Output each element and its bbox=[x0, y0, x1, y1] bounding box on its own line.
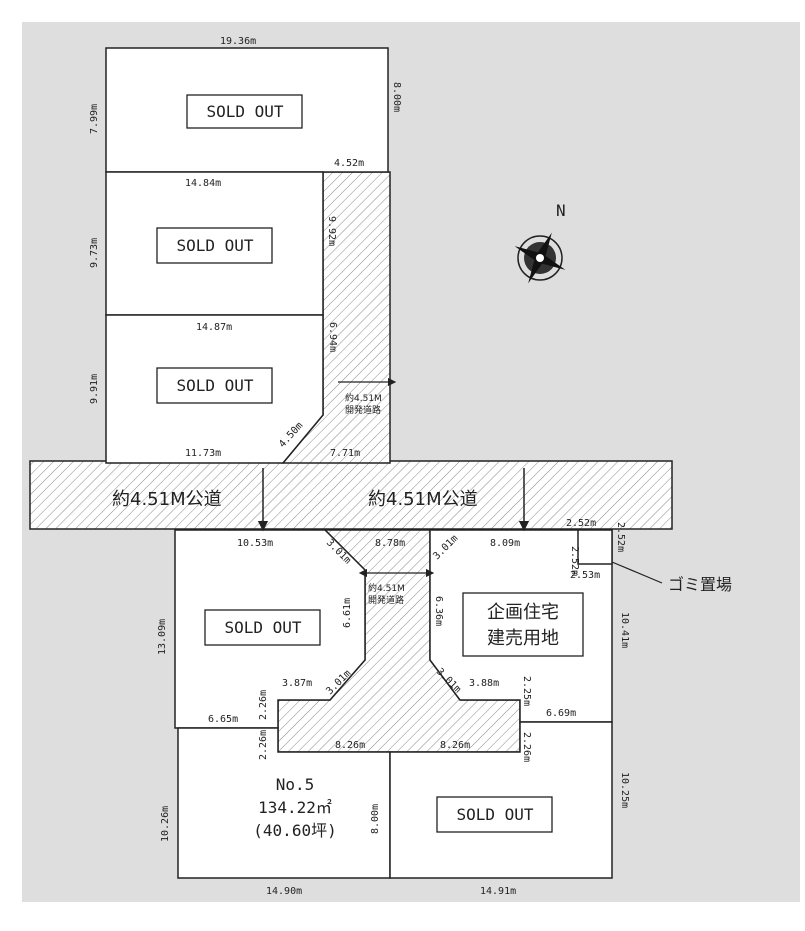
public-road-label: 約4.51M公道 bbox=[368, 489, 478, 510]
dimension-label: 8.26m bbox=[335, 740, 365, 751]
dimension-label: 14.87m bbox=[196, 322, 232, 333]
dimension-label: 14.91m bbox=[480, 886, 516, 897]
plan-lot-box bbox=[462, 592, 584, 657]
sold-out-label: SOLD OUT bbox=[456, 805, 533, 824]
dimension-label: 10.53m bbox=[237, 538, 273, 549]
dimension-label: 7.71m bbox=[330, 448, 360, 459]
dimension-label: 9.91m bbox=[89, 374, 100, 404]
sold-out-box bbox=[156, 367, 273, 404]
dimension-label: 2.26m bbox=[258, 690, 269, 720]
dimension-label: 3.87m bbox=[282, 678, 312, 689]
lot5-tsubo: (40.60坪) bbox=[253, 821, 336, 840]
dimension-label: 8.00m bbox=[370, 804, 381, 834]
dimension-label: 6.94m bbox=[327, 322, 338, 352]
dimension-label: 14.84m bbox=[185, 178, 221, 189]
sold-out-box bbox=[204, 609, 321, 646]
dev-road-label: 約4.51M bbox=[345, 392, 382, 404]
sold-out-label: SOLD OUT bbox=[176, 376, 253, 395]
sold-out-box bbox=[436, 796, 553, 833]
public-road-label: 約4.51M公道 bbox=[112, 489, 222, 510]
dimension-label: 2.52m bbox=[566, 518, 596, 529]
dimension-label: 4.52m bbox=[334, 158, 364, 169]
public-road bbox=[29, 460, 673, 530]
sold-out-box bbox=[156, 227, 273, 264]
dimension-label: 2.25m bbox=[521, 676, 532, 706]
dimension-label: 2.26m bbox=[258, 730, 269, 760]
dimension-label: 7.99m bbox=[89, 104, 100, 134]
compass-icon bbox=[514, 232, 566, 284]
dimension-label: 8.00m bbox=[391, 82, 402, 112]
garbage-leader-line bbox=[611, 561, 663, 584]
plan-lot-label: 企画住宅 bbox=[487, 602, 559, 623]
dimension-label: 9.92m bbox=[326, 216, 337, 246]
dimension-label: 8.09m bbox=[490, 538, 520, 549]
garbage-area bbox=[577, 529, 613, 565]
dimension-label: 6.69m bbox=[546, 708, 576, 719]
dimension-label: 2.26m bbox=[521, 732, 532, 762]
plan-lot-label: 建売用地 bbox=[487, 628, 559, 649]
dimension-label: 2.52m bbox=[569, 546, 580, 576]
compass-north-label: N bbox=[556, 201, 566, 220]
dimension-label: 19.36m bbox=[220, 36, 256, 47]
dimension-label: 9.73m bbox=[89, 238, 100, 268]
lot5-number: No.5 bbox=[276, 775, 315, 794]
dimension-label: 3.88m bbox=[469, 678, 499, 689]
dimension-label: 6.36m bbox=[433, 596, 444, 626]
dev-road-label: 開発道路 bbox=[345, 404, 381, 416]
dimension-label: 10.25m bbox=[619, 772, 630, 808]
dev-road-label: 開発道路 bbox=[368, 594, 404, 606]
garbage-label: ゴミ置場 bbox=[668, 575, 732, 594]
sold-out-label: SOLD OUT bbox=[176, 236, 253, 255]
dimension-label: 8.78m bbox=[375, 538, 405, 549]
dimension-label: 10.26m bbox=[160, 806, 171, 842]
lot5-area: 134.22㎡ bbox=[258, 798, 332, 817]
sold-out-label: SOLD OUT bbox=[224, 618, 301, 637]
dimension-label: 11.73m bbox=[185, 448, 221, 459]
dimension-label: 8.26m bbox=[440, 740, 470, 751]
dimension-label: 6.61m bbox=[342, 598, 353, 628]
dimension-label: 10.41m bbox=[619, 612, 630, 648]
sold-out-box bbox=[186, 94, 303, 129]
sold-out-label: SOLD OUT bbox=[206, 102, 283, 121]
dev-road-label: 約4.51M bbox=[368, 582, 405, 594]
dimension-label: 2.53m bbox=[570, 570, 600, 581]
dimension-label: 14.90m bbox=[266, 886, 302, 897]
dimension-label: 2.52m bbox=[615, 522, 626, 552]
dimension-label: 6.65m bbox=[208, 714, 238, 725]
dimension-label: 13.09m bbox=[157, 619, 168, 655]
